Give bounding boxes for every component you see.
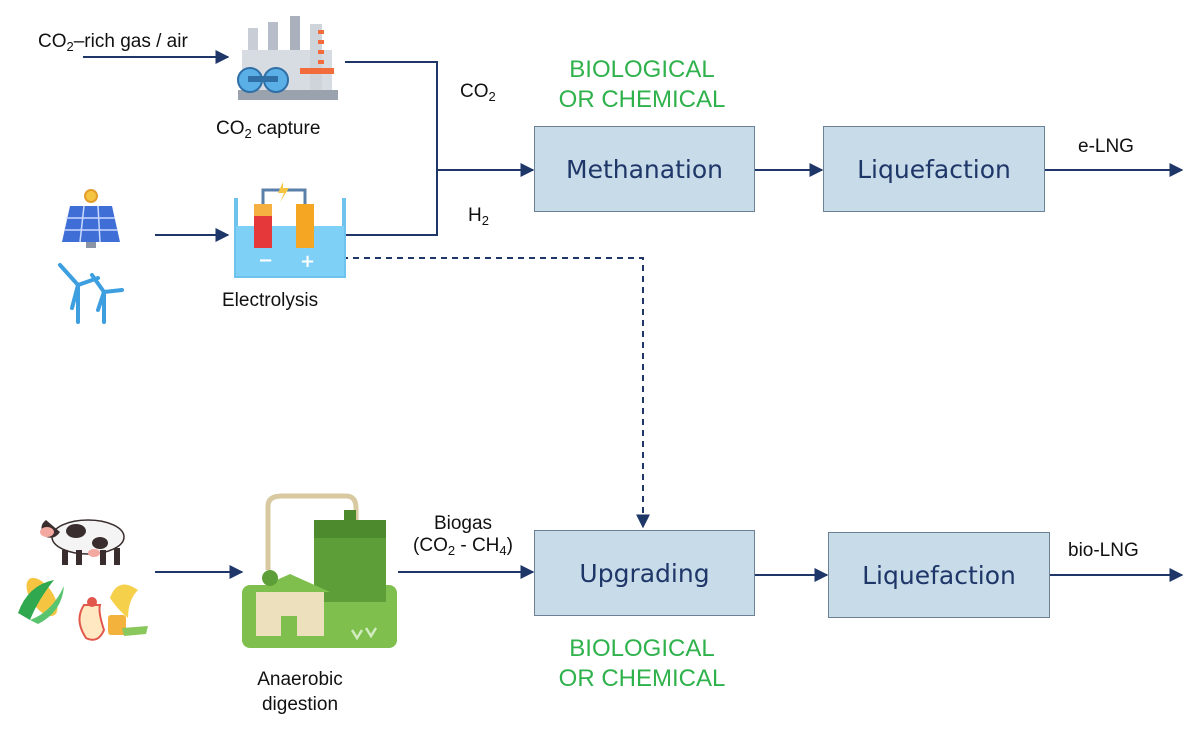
note-line: OR CHEMICAL — [558, 86, 726, 113]
note-line: OR CHEMICAL — [558, 665, 726, 692]
biogas-label: Biogas (CO2 - CH4) — [400, 513, 526, 559]
line-electrolysis-to-junction — [345, 170, 438, 236]
svg-text:+: + — [300, 251, 315, 272]
cow-icon — [40, 519, 125, 565]
svg-text:−: − — [258, 250, 273, 271]
anaerobic-line: Anaerobic — [257, 669, 343, 690]
biogas-line: Biogas — [433, 513, 493, 534]
wind-turbine-icon — [58, 263, 124, 324]
e-lng-output-label: e-LNG — [1078, 136, 1134, 157]
co2-capture-label: CO2 capture — [216, 118, 321, 141]
bio-lng-output-label: bio-LNG — [1068, 540, 1139, 561]
liquefaction-top-box: Liquefaction — [823, 126, 1045, 212]
organic-waste-icon — [78, 584, 148, 641]
biogas-plant-icon — [242, 493, 397, 648]
anaerobic-line: digestion — [261, 693, 339, 715]
anaerobic-digestion-label: Anaerobic digestion — [240, 668, 360, 717]
solar-panel-icon — [62, 189, 120, 248]
liquefaction-bottom-box: Liquefaction — [828, 532, 1050, 618]
dashed-h2-to-upgrading — [342, 257, 650, 529]
industrial-plant-icon — [237, 16, 338, 100]
biogas-composition: (CO2 - CH4) — [413, 534, 513, 558]
co2-rich-gas-label: CO2–rich gas / air — [38, 31, 188, 54]
electrolyzer-icon: − + — [234, 182, 346, 278]
methanation-box: Methanation — [534, 126, 755, 212]
electrolysis-label: Electrolysis — [222, 290, 319, 311]
h2-stream-label: H2 — [468, 205, 489, 228]
upgrading-process-type-note: BIOLOGICAL OR CHEMICAL — [532, 634, 752, 694]
upgrading-box: Upgrading — [534, 530, 755, 616]
note-line: BIOLOGICAL — [569, 635, 715, 662]
note-line: BIOLOGICAL — [569, 56, 715, 83]
co2-stream-label: CO2 — [460, 81, 496, 104]
corn-icon — [18, 577, 64, 624]
line-capture-to-junction — [345, 61, 438, 170]
methanation-process-type-note: BIOLOGICAL OR CHEMICAL — [532, 55, 752, 115]
